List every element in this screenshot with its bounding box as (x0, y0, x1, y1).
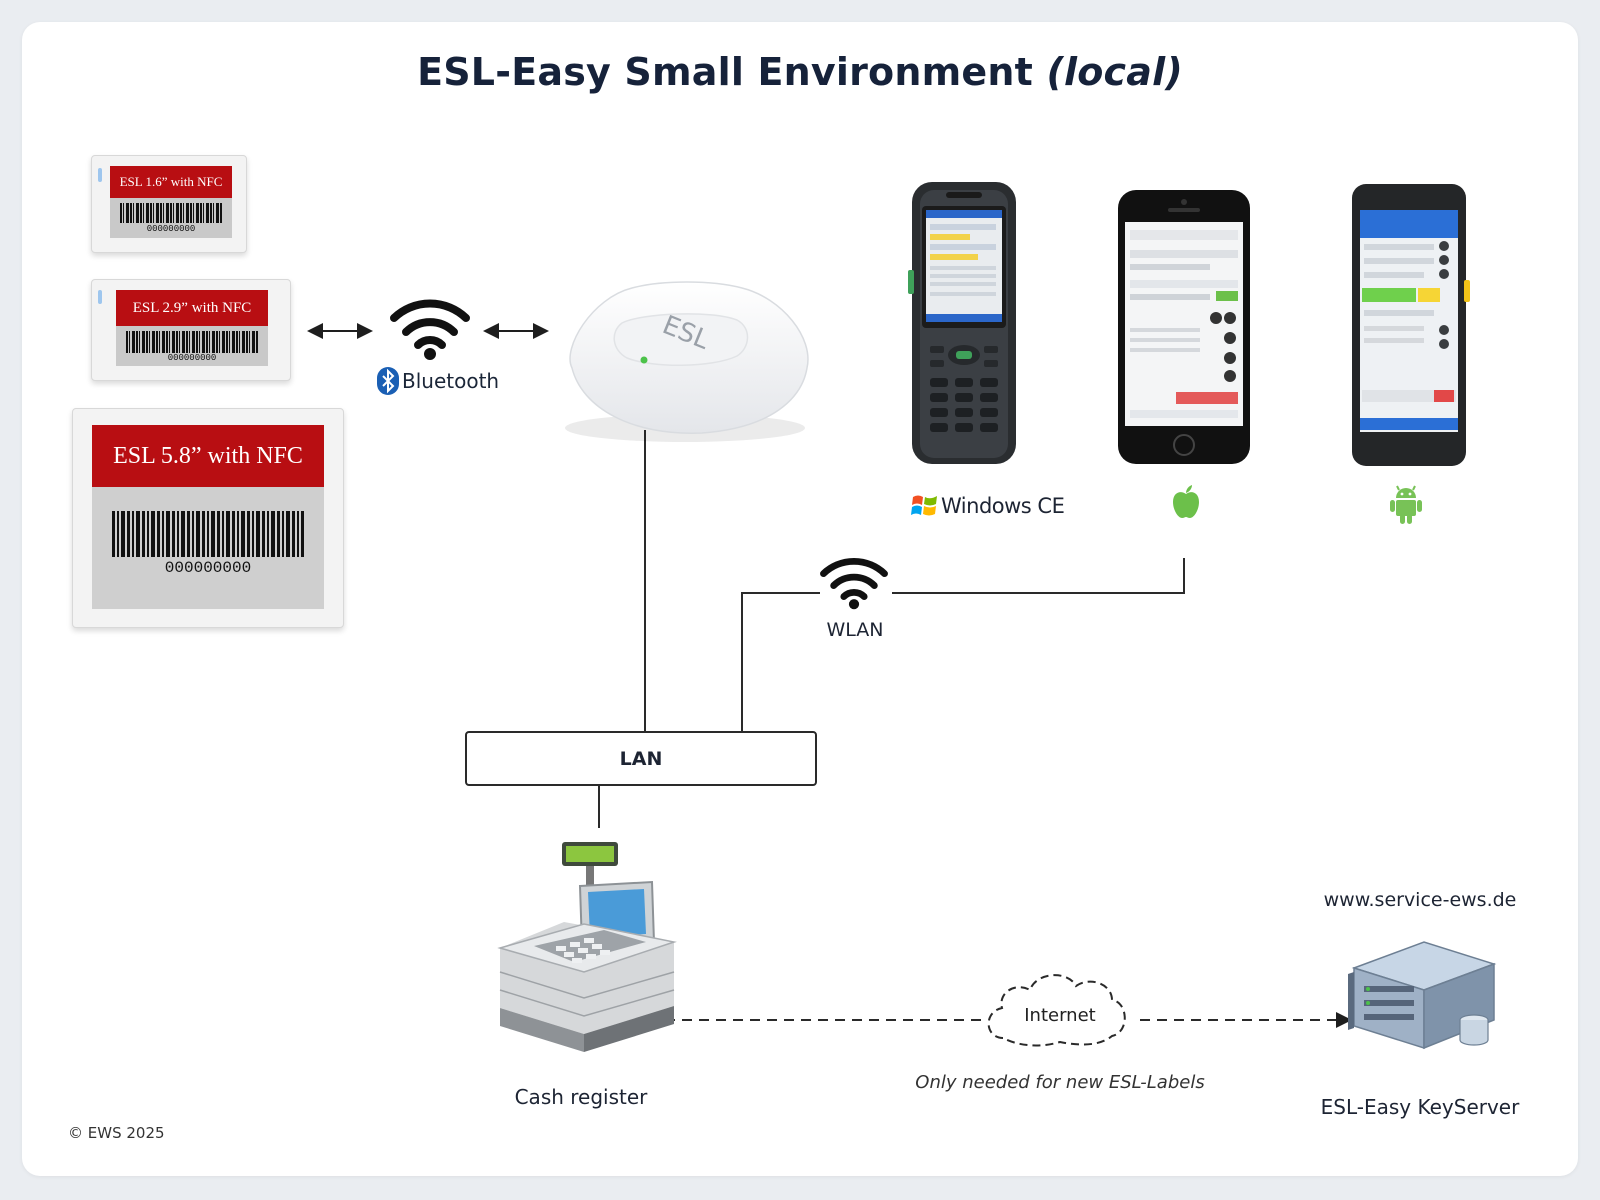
bluetooth-label: Bluetooth (402, 369, 500, 393)
internet-note: Only needed for new ESL-Labels (915, 1072, 1205, 1093)
lan-box: LAN (465, 731, 817, 786)
wifi-icon (390, 299, 470, 360)
title-italic: (local) (1046, 50, 1183, 94)
cloud-icon (987, 974, 1126, 1047)
wlan-devices-line (892, 558, 1185, 594)
title-main: ESL-Easy Small Environment (417, 50, 1033, 94)
esl-label-text: ESL 5.8” with NFC (92, 425, 324, 487)
wlan-label: WLAN (826, 619, 884, 641)
esl-label-text: ESL 2.9” with NFC (116, 290, 268, 326)
page-title: ESL-Easy Small Environment (local) (0, 50, 1600, 94)
esl-label-text: ESL 1.6” with NFC (110, 166, 232, 198)
bluetooth-icon (377, 367, 399, 395)
ios-device (1118, 190, 1250, 464)
wifi-icon (820, 558, 888, 610)
cash-register-icon (497, 842, 677, 1052)
access-point-icon (565, 281, 809, 442)
windows-ce-device (908, 182, 1016, 464)
android-logo-icon (1390, 485, 1422, 524)
lan-wlan-line (741, 592, 820, 731)
lan-label: LAN (619, 747, 663, 770)
esl-label-medium: ESL 2.9” with NFC 000000000 (91, 279, 291, 381)
keyserver-url: www.service-ews.de (1323, 889, 1517, 911)
windows-logo-icon (911, 495, 937, 516)
keyserver-label: ESL-Easy KeyServer (1320, 1095, 1520, 1119)
esl-label-small: ESL 1.6” with NFC 000000000 (91, 155, 247, 253)
copyright: © EWS 2025 (68, 1124, 165, 1142)
android-device (1352, 184, 1470, 466)
esl-label-large: ESL 5.8” with NFC 000000000 (72, 408, 344, 628)
esl-barcode-number: 000000000 (164, 559, 252, 577)
windows-ce-label: Windows CE (941, 494, 1065, 518)
esl-barcode-number: 000000000 (146, 224, 196, 234)
esl-barcode-number: 000000000 (167, 353, 217, 363)
server-icon (1348, 941, 1497, 1050)
cash-register-label: Cash register (514, 1085, 648, 1109)
internet-label: Internet (1024, 1005, 1096, 1026)
apple-logo-icon (1173, 485, 1199, 518)
